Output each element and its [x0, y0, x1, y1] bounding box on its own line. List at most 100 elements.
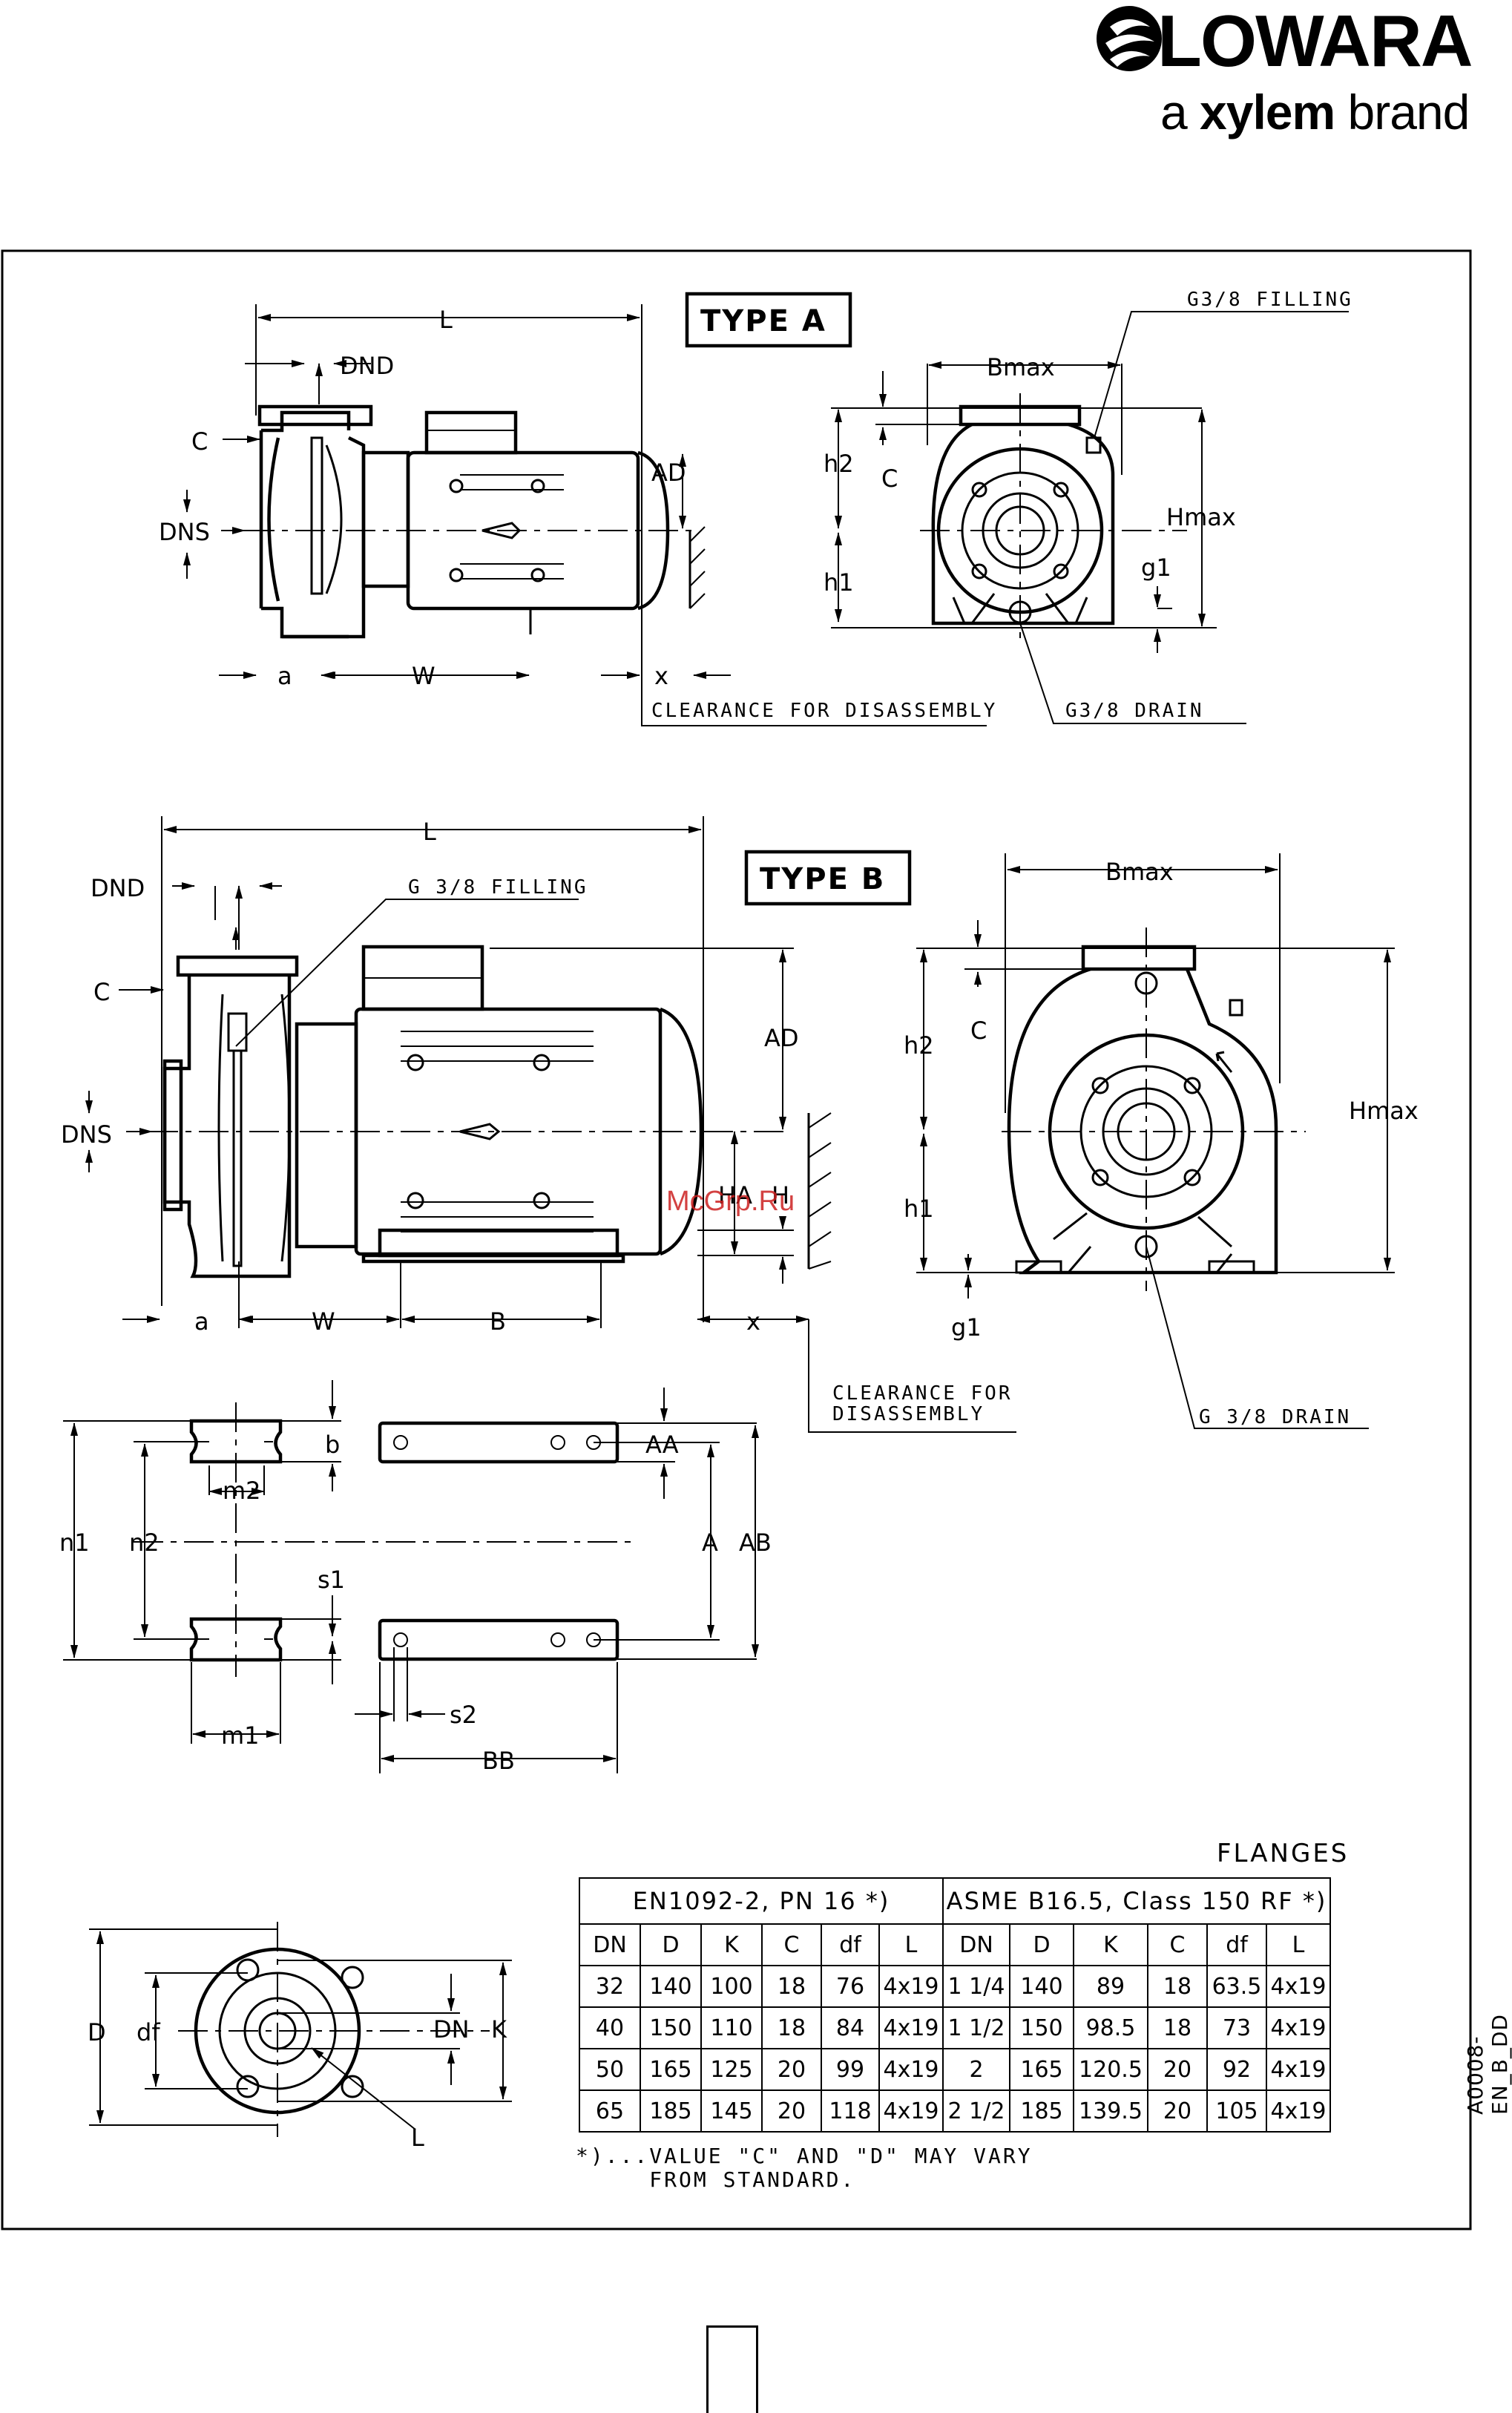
base-label-s1: s1 [318, 1566, 345, 1594]
flanges-table: EN1092-2, PN 16 *) ASME B16.5, Class 150… [579, 1877, 1331, 2133]
type-b-title: TYPE B [760, 862, 885, 896]
base-label-s2: s2 [450, 1701, 477, 1729]
type-a-label-x: x [654, 662, 668, 690]
flange-label-D: D [88, 2018, 106, 2046]
type-b-label-h1: h1 [904, 1195, 934, 1223]
table-cell: 98.5 [1073, 2006, 1148, 2049]
table-cell: 165 [1009, 2048, 1074, 2091]
table-cell: 185 [1009, 2089, 1074, 2133]
table-cell: 125 [700, 2048, 763, 2091]
watermark: McGrp.Ru [666, 1186, 795, 1217]
base-plate-view [63, 1380, 759, 1773]
flanges-title: FLANGES [1217, 1839, 1350, 1868]
standard-en-header: EN1092-2, PN 16 *) [579, 1877, 944, 1925]
type-a-label-C2: C [881, 464, 898, 493]
table-cell: 165 [640, 2048, 702, 2091]
type-a-label-W: W [412, 662, 435, 690]
type-b-side-view [85, 816, 1016, 1433]
type-a-label-DND: DND [340, 352, 394, 380]
table-cell: 150 [1009, 2006, 1074, 2049]
drawing-frame [1, 249, 1472, 2230]
footnote-line-1: *)...VALUE "C" AND "D" MAY VARY [576, 2144, 1033, 2168]
table-cell: 76 [821, 1965, 880, 2008]
type-b-label-DNS: DNS [61, 1120, 112, 1149]
table-cell: 105 [1206, 2089, 1267, 2133]
table-cell: 63.5 [1206, 1965, 1267, 2008]
table-header-cell: DN [579, 1923, 641, 1966]
type-b-clearance-line1: CLEARANCE FOR [832, 1382, 1013, 1405]
table-cell: 4x19 [1266, 2006, 1331, 2049]
base-label-BB: BB [482, 1747, 515, 1775]
type-a-label-g1: g1 [1141, 554, 1171, 582]
table-cell: 20 [1147, 2048, 1208, 2091]
flange-label-DN: DN [433, 2015, 470, 2043]
table-cell: 118 [821, 2089, 880, 2133]
table-cell: 20 [761, 2048, 822, 2091]
table-cell: 20 [761, 2089, 822, 2133]
type-b-label-B: B [490, 1307, 506, 1336]
table-header-cell: D [640, 1923, 702, 1966]
table-header-cell: L [1266, 1923, 1331, 1966]
type-b-label-H: H [772, 1181, 789, 1209]
table-cell: 110 [700, 2006, 763, 2049]
flange-label-df: df [137, 2018, 160, 2046]
flange-label-L: L [411, 2124, 424, 2152]
table-cell: 18 [1147, 1965, 1208, 2008]
technical-drawing: L DND C DNS AD a W x CLEARANCE FOR DISAS… [1, 249, 1472, 2230]
table-cell: 73 [1206, 2006, 1267, 2049]
base-label-n2: n2 [129, 1529, 160, 1557]
table-header-cell: D [1009, 1923, 1074, 1966]
brand-name: LOWARA [1157, 0, 1473, 82]
table-cell: 84 [821, 2006, 880, 2049]
flange-label-K: K [491, 2015, 507, 2043]
type-a-label-C: C [191, 427, 208, 456]
type-a-label-DNS: DNS [159, 518, 210, 546]
table-header-cell: df [821, 1923, 880, 1966]
type-a-label-Bmax: Bmax [987, 353, 1055, 381]
table-header-cell: L [878, 1923, 944, 1966]
base-label-n1: n1 [59, 1529, 90, 1557]
brand-tag-post: brand [1335, 85, 1470, 139]
table-cell: 18 [761, 1965, 822, 2008]
table-cell: 4x19 [878, 2048, 944, 2091]
type-b-label-C: C [93, 978, 110, 1006]
table-cell: 4x19 [878, 2089, 944, 2133]
page-number-box [706, 2325, 758, 2413]
table-cell: 1 1/2 [942, 2006, 1010, 2049]
brand-tagline: a xylem brand [1160, 85, 1470, 139]
type-b-label-W: W [312, 1307, 335, 1336]
table-header-cell: C [1147, 1923, 1208, 1966]
type-a-drain-label: G3/8 DRAIN [1065, 700, 1204, 722]
type-b-label-DND: DND [91, 874, 145, 902]
table-cell: 18 [1147, 2006, 1208, 2049]
table-cell: 99 [821, 2048, 880, 2091]
table-cell: 140 [1009, 1965, 1074, 2008]
footnote-line-2: FROM STANDARD. [576, 2167, 856, 2192]
type-a-label-h1: h1 [824, 568, 854, 597]
brand-tag-bold: xylem [1200, 85, 1335, 139]
table-cell: 65 [579, 2089, 641, 2133]
table-cell: 32 [579, 1965, 641, 2008]
table-cell: 40 [579, 2006, 641, 2049]
table-cell: 145 [700, 2089, 763, 2133]
type-a-label-Hmax: Hmax [1166, 503, 1236, 531]
table-cell: 2 1/2 [942, 2089, 1010, 2133]
type-b-label-L: L [423, 818, 436, 846]
flanges-footnote: *)...VALUE "C" AND "D" MAY VARY FROM STA… [576, 2144, 1033, 2192]
table-header-cell: df [1206, 1923, 1267, 1966]
type-b-filling-label: G 3/8 FILLING [408, 876, 588, 899]
type-a-label-L: L [439, 306, 453, 334]
table-cell: 50 [579, 2048, 641, 2091]
type-b-front-view [916, 853, 1395, 1429]
table-header-cell: K [700, 1923, 763, 1966]
table-cell: 4x19 [878, 2006, 944, 2049]
table-cell: 120.5 [1073, 2048, 1148, 2091]
table-header-cell: DN [942, 1923, 1010, 1966]
type-a-label-h2: h2 [824, 450, 854, 478]
table-cell: 100 [700, 1965, 763, 2008]
base-label-m1: m1 [221, 1721, 260, 1750]
type-b-label-C2: C [970, 1017, 987, 1045]
base-label-m2: m2 [223, 1477, 261, 1505]
